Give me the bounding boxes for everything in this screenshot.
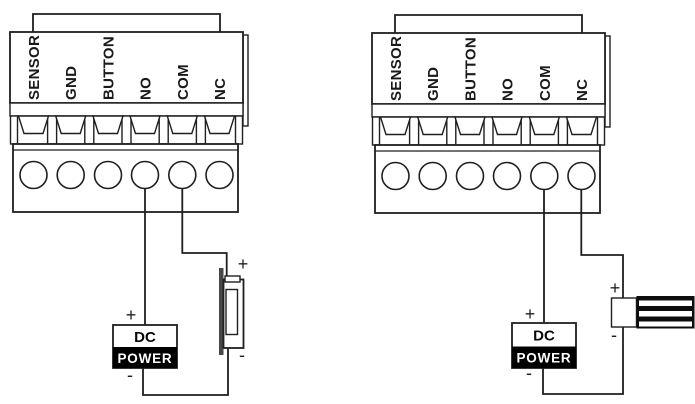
power-plus-sign: + <box>525 304 536 324</box>
dc-power-supply-left: DC POWER + - <box>112 305 178 385</box>
terminal-label-no: NO <box>500 78 517 101</box>
maglock-armature-plate <box>610 297 638 328</box>
maglock-lamination-slot <box>639 321 692 327</box>
strike-keeper <box>225 288 239 336</box>
power-line1: DC <box>134 329 156 346</box>
dc-power-supply-right: DC POWER + - <box>511 304 577 383</box>
terminal-label-sensor: SENSOR <box>388 36 405 101</box>
terminal-label-gnd: GND <box>63 66 80 100</box>
terminal-label-gnd: GND <box>425 67 442 101</box>
strike-faceplate <box>219 268 224 355</box>
magnetic-lock: + - <box>610 278 695 345</box>
terminal-label-sensor: SENSOR <box>26 35 43 100</box>
lock-plus-sign: + <box>238 254 249 274</box>
terminal-label-button: BUTTON <box>463 37 480 101</box>
terminal-block-left <box>9 13 249 213</box>
lock-minus-sign: - <box>239 345 245 365</box>
maglock-lamination-slot <box>639 300 692 306</box>
wire-power-minus-to-lock-minus <box>542 327 624 395</box>
lock-plus-sign: + <box>610 278 621 298</box>
terminal-label-nc: NC <box>212 78 229 100</box>
wire-com-to-lock-plus <box>181 188 228 276</box>
left-terminal-labels: SENSOR GND BUTTON NO COM NC <box>26 35 229 100</box>
wire-power-minus-to-lock-minus <box>142 348 229 396</box>
power-line2: POWER <box>516 351 571 366</box>
electric-strike-lock: + - <box>219 254 248 365</box>
power-box-black-half <box>113 347 177 368</box>
power-minus-sign: - <box>127 365 133 385</box>
power-line2: POWER <box>117 351 172 366</box>
power-line1: DC <box>533 328 555 345</box>
terminal-label-com: COM <box>537 65 554 101</box>
power-plus-sign: + <box>126 305 137 325</box>
terminal-label-nc: NC <box>574 79 591 101</box>
lock-minus-sign: - <box>611 325 617 345</box>
maglock-lamination-slot <box>639 311 692 317</box>
right-terminal-labels: SENSOR GND BUTTON NO COM NC <box>388 36 591 101</box>
terminal-label-com: COM <box>175 64 192 100</box>
power-minus-sign: - <box>526 363 532 383</box>
terminal-label-no: NO <box>138 77 155 100</box>
left-wiring-diagram: SENSOR GND BUTTON NO COM NC DC POWER + -… <box>9 13 249 396</box>
wire-nc-to-lock-plus <box>580 189 624 298</box>
strike-top-tab <box>224 275 241 283</box>
terminal-block-right <box>371 14 611 214</box>
right-wiring-diagram: SENSOR GND BUTTON NO COM NC DC POWER + - <box>371 14 695 395</box>
terminal-label-button: BUTTON <box>101 36 118 100</box>
power-box-black-half <box>512 346 576 368</box>
